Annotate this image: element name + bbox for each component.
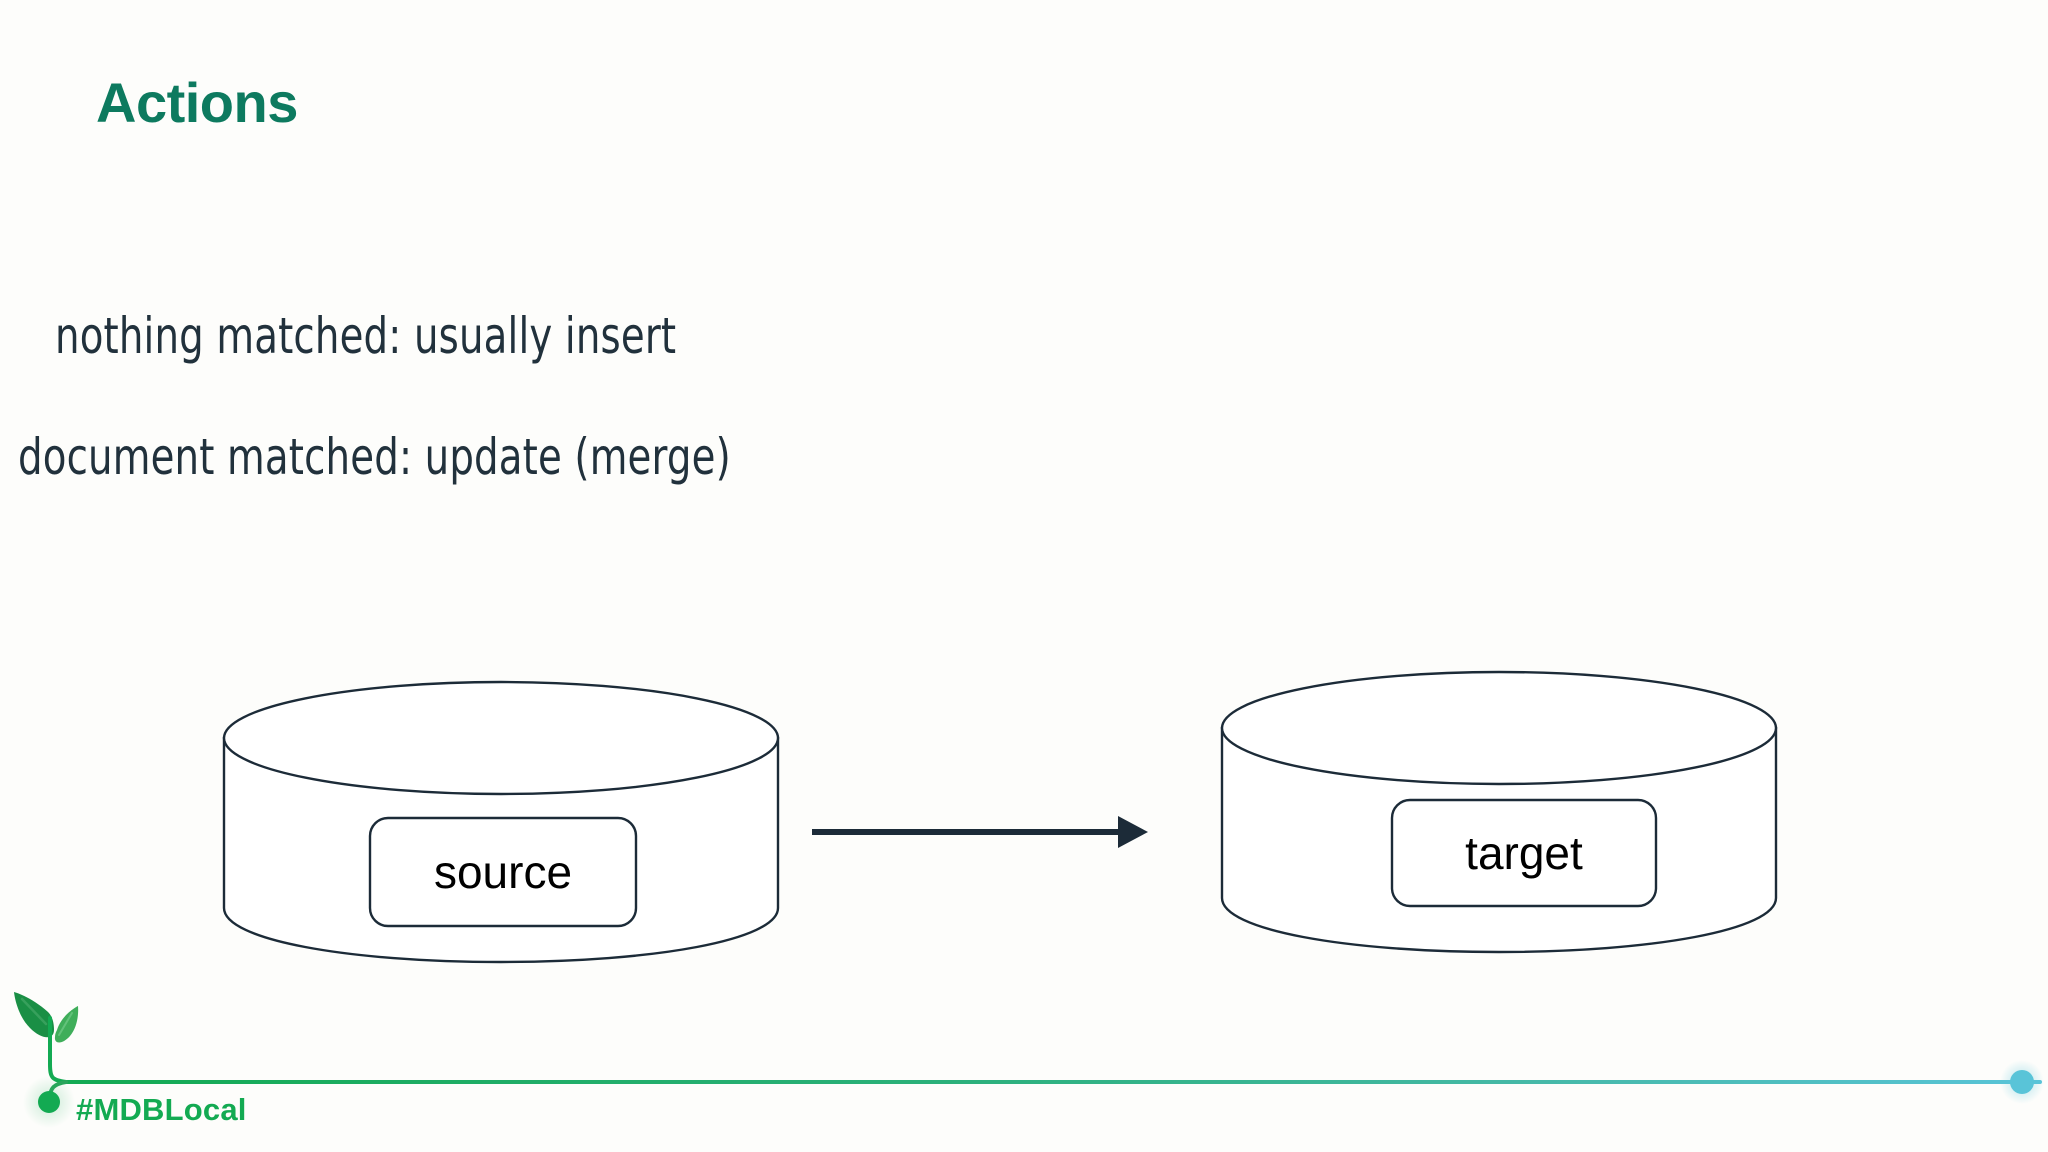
target-cylinder-top	[1220, 670, 1778, 786]
footer-hashtag: #MDBLocal	[76, 1092, 247, 1127]
footer-right-node-icon	[2010, 1070, 2034, 1094]
footer-gradient-line	[48, 1016, 2042, 1084]
leaf-large-icon	[14, 992, 54, 1038]
source-cylinder-top	[222, 680, 780, 796]
leaf-small-vein-icon	[58, 1012, 73, 1036]
footer-branding	[0, 952, 2048, 1152]
footer-left-node-icon	[38, 1091, 60, 1113]
leaf-small-icon	[54, 1006, 79, 1043]
page-title: Actions	[96, 71, 298, 134]
flow-arrow-head	[1118, 816, 1148, 848]
target-label: target	[1465, 827, 1583, 879]
body-line-document-matched: document matched: update (merge)	[18, 428, 731, 486]
body-line-nothing-matched: nothing matched: usually insert	[55, 307, 677, 365]
source-label: source	[433, 846, 573, 898]
leaf-large-vein-icon	[20, 997, 48, 1026]
flow-arrow	[812, 816, 1148, 848]
